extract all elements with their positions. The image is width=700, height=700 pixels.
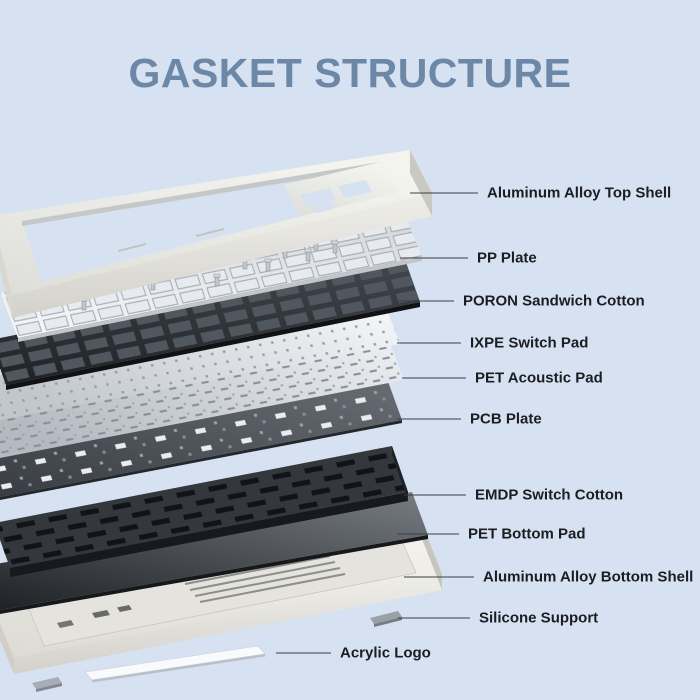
leader-line: [404, 494, 466, 496]
leader-line: [397, 342, 461, 344]
layer-label: Silicone Support: [479, 609, 599, 627]
layer-label: Aluminum Alloy Bottom Shell: [483, 568, 694, 586]
label-silicone-support: Silicone Support: [398, 610, 598, 627]
pet-acoustic-pad-layer: [0, 338, 404, 458]
page-title: GASKET STRUCTURE: [128, 50, 572, 96]
layer-label: EMDP Switch Cotton: [475, 486, 624, 504]
pcb-plate-layer: [0, 376, 402, 500]
layer-label: PP Plate: [477, 249, 537, 267]
ixpe-switch-pad-layer: [0, 302, 400, 420]
top-shell-layer: [0, 150, 432, 318]
leader-line: [397, 418, 461, 420]
label-pet-bottom-pad: PET Bottom Pad: [397, 526, 586, 543]
leader-line: [398, 617, 470, 619]
layer-label: PCB Plate: [470, 410, 542, 428]
leader-line: [404, 576, 474, 578]
layer-label: IXPE Switch Pad: [470, 334, 589, 352]
layer-label: PORON Sandwich Cotton: [463, 292, 645, 310]
silicone-support-piece: [370, 611, 402, 627]
label-acrylic-logo: Acrylic Logo: [276, 645, 431, 662]
label-bottom-shell: Aluminum Alloy Bottom Shell: [404, 569, 693, 586]
label-poron-cotton: PORON Sandwich Cotton: [391, 293, 645, 310]
leader-line: [400, 257, 468, 259]
leader-line: [391, 300, 454, 302]
label-emdp-cotton: EMDP Switch Cotton: [404, 487, 623, 504]
label-pcb-plate: PCB Plate: [397, 411, 542, 428]
leader-line: [410, 192, 478, 194]
layer-label: Aluminum Alloy Top Shell: [487, 184, 672, 202]
emdp-switch-cotton-layer: [0, 446, 408, 577]
label-pet-acoustic-pad: PET Acoustic Pad: [402, 370, 603, 387]
leader-line: [402, 377, 466, 379]
layer-label: PET Bottom Pad: [468, 525, 586, 543]
label-ixpe-pad: IXPE Switch Pad: [397, 335, 588, 352]
silicone-foot-piece: [32, 677, 62, 692]
leader-line: [397, 533, 459, 535]
acrylic-logo-strip: [84, 645, 266, 683]
label-pp-plate: PP Plate: [400, 250, 537, 267]
poron-sandwich-cotton-layer: [0, 257, 420, 390]
pet-bottom-pad-layer: [0, 492, 428, 614]
leader-line: [276, 652, 331, 654]
label-top-shell: Aluminum Alloy Top Shell: [410, 185, 671, 202]
layer-label: PET Acoustic Pad: [475, 369, 603, 387]
layer-label: Acrylic Logo: [340, 644, 431, 662]
